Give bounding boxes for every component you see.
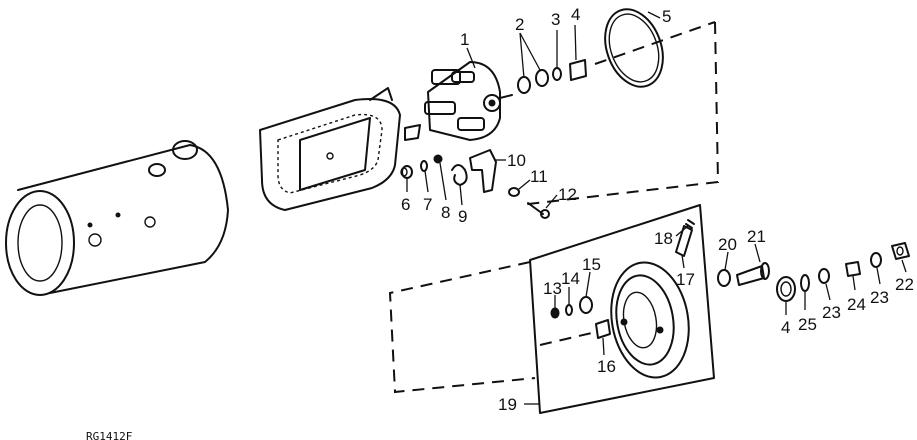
callout-6: 6 xyxy=(401,195,410,214)
callout-17: 17 xyxy=(676,270,695,289)
pin-part-17 xyxy=(675,225,693,257)
washer-part-14 xyxy=(565,304,573,316)
callout-25: 25 xyxy=(798,315,817,334)
callout-5: 5 xyxy=(662,7,671,26)
bushing-part-4 xyxy=(569,59,587,81)
callout-12: 12 xyxy=(558,185,577,204)
callout-19: 19 xyxy=(498,395,517,414)
callout-4-bottom: 4 xyxy=(781,318,790,337)
callout-9: 9 xyxy=(458,207,467,226)
spring-part-9 xyxy=(451,164,468,186)
nut-part-22 xyxy=(891,242,910,260)
motor-housing xyxy=(5,140,229,296)
callout-11: 11 xyxy=(530,167,548,186)
callout-23-a: 23 xyxy=(822,303,841,322)
bushing-part-15 xyxy=(579,296,593,314)
callout-13: 13 xyxy=(543,279,562,298)
spring-pin-part-18 xyxy=(685,219,695,229)
spring-part-8 xyxy=(433,154,443,164)
ring-part-3 xyxy=(552,67,562,81)
figure-reference: RG1412F xyxy=(86,430,132,440)
callout-10: 10 xyxy=(507,151,526,170)
pin-part-7 xyxy=(420,160,428,172)
washer-part-2a xyxy=(517,76,531,94)
callout-20: 20 xyxy=(718,235,737,254)
washer-part-11 xyxy=(508,187,520,197)
callout-7: 7 xyxy=(423,195,432,214)
screw-part-12 xyxy=(527,202,550,219)
washer-part-23a xyxy=(818,268,830,284)
washer-part-13 xyxy=(550,307,560,319)
callout-8: 8 xyxy=(441,203,450,222)
callout-18: 18 xyxy=(654,229,673,248)
callout-24: 24 xyxy=(847,295,866,314)
leader-lines xyxy=(406,11,907,405)
nut-part-24 xyxy=(845,261,861,277)
nut-part-20 xyxy=(717,269,731,287)
callout-14: 14 xyxy=(561,269,580,288)
bolt-part-21 xyxy=(736,262,770,286)
callout-16: 16 xyxy=(597,357,616,376)
callout-4-top: 4 xyxy=(571,5,580,24)
callout-labels: 1 2 3 4 5 6 7 8 9 10 11 12 13 14 15 16 1… xyxy=(401,5,914,414)
o-ring-part-5 xyxy=(604,8,664,88)
washer-part-2b xyxy=(535,69,549,87)
callout-1: 1 xyxy=(460,30,469,49)
end-housing-disc xyxy=(610,261,690,379)
field-coil-assembly xyxy=(259,87,421,211)
callout-23-b: 23 xyxy=(870,288,889,307)
callout-22: 22 xyxy=(895,275,914,294)
washer-part-25 xyxy=(800,274,810,292)
callout-21: 21 xyxy=(747,227,766,246)
callout-2: 2 xyxy=(515,15,524,34)
spring-part-6 xyxy=(400,165,413,179)
sleeve-part-16 xyxy=(595,319,611,339)
brush-end-plate-part-1 xyxy=(424,61,513,141)
lever-part-10 xyxy=(469,149,497,193)
housing-panel-part-19 xyxy=(529,204,715,414)
callout-15: 15 xyxy=(582,255,601,274)
callout-3: 3 xyxy=(551,10,560,29)
bushing-part-4b xyxy=(776,276,796,302)
washer-part-23b xyxy=(870,252,882,268)
